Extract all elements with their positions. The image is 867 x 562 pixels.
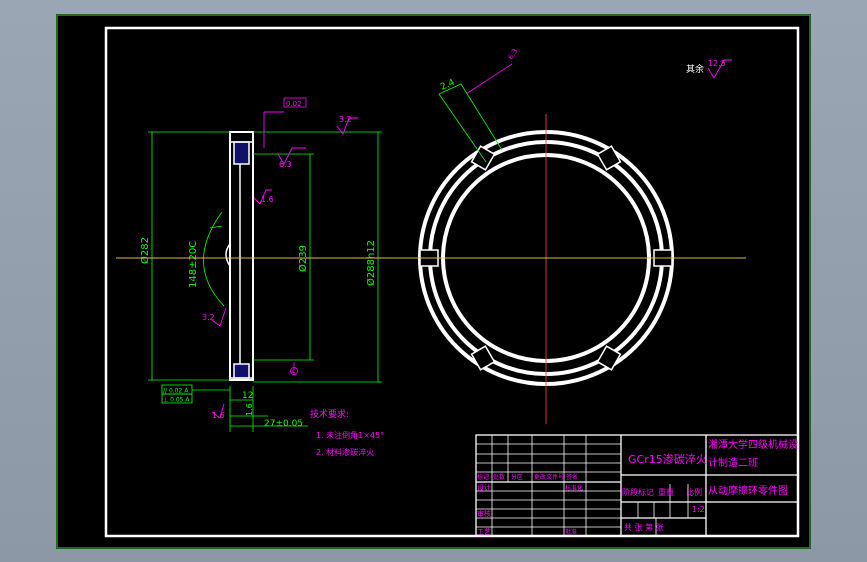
design-label: 设计 bbox=[477, 483, 491, 492]
section-hatch-top bbox=[233, 141, 250, 165]
tech-title: 技术要求: bbox=[310, 408, 349, 420]
dim-outer-diameter-text: Ø282 bbox=[139, 237, 151, 264]
slot-ext-2 bbox=[460, 83, 503, 151]
slot-bottom-left bbox=[470, 345, 496, 371]
chamfer-roughness-text: 3.2 bbox=[339, 115, 352, 124]
roughness-note: 其余 bbox=[686, 63, 704, 75]
roughness-symbol-face bbox=[253, 189, 272, 205]
roughness-symbol-chamfer bbox=[336, 117, 358, 135]
datum-box bbox=[283, 97, 307, 108]
section-hatch-bottom bbox=[233, 363, 250, 379]
slot-bottom-right bbox=[596, 345, 622, 371]
face-roughness-text: 1.6 bbox=[261, 195, 274, 204]
sheet-outer-border bbox=[56, 14, 811, 549]
change-doc-label: 更改文件号 bbox=[534, 473, 564, 481]
material-text: GCr15渗碳淬火 bbox=[628, 452, 707, 466]
dim-27-text: 27±0.05 bbox=[264, 419, 303, 429]
tech-item-2: 2. 材料渗碳淬火 bbox=[316, 447, 374, 457]
standard-label: 标准化 bbox=[565, 484, 583, 492]
dim-arc-text: 148±20C bbox=[188, 241, 199, 288]
slot-dim-line bbox=[438, 83, 462, 95]
tol-frame-2 bbox=[161, 393, 193, 404]
drawing-canvas[interactable]: Ø282 Ø239 Ø288h12 148±20C 12 27±0.05 1.6 bbox=[56, 14, 811, 549]
top-roughness-text: 6.3 bbox=[279, 160, 292, 169]
signature-label: 签名 bbox=[566, 473, 578, 481]
tech-item-1: 1. 未注倒角1×45° bbox=[316, 430, 384, 440]
weight-label: 重量 bbox=[658, 487, 674, 497]
dim-arc bbox=[203, 211, 225, 307]
approve-label: 批准 bbox=[565, 528, 577, 536]
school-line-1: 湘潭大学四级机械设 bbox=[708, 438, 798, 451]
slot-ext-1 bbox=[438, 93, 487, 163]
roughness-note-value: 12.5 bbox=[708, 59, 726, 68]
datum-box-text: 0.02 bbox=[286, 100, 302, 108]
roughness-symbol-top bbox=[277, 147, 306, 165]
slot-width-text: 2.4 bbox=[439, 78, 456, 93]
front-view: 2.4 6.3 bbox=[116, 47, 746, 424]
slot-roughness-text: 6.3 bbox=[507, 47, 519, 61]
slot-roughness-leader bbox=[465, 63, 513, 95]
drawing-frame bbox=[104, 26, 800, 538]
tol-frame-2-text: ⊥ 0.05 A bbox=[163, 397, 190, 404]
slot-top-right bbox=[596, 145, 622, 171]
dim-fit-text: Ø288h12 bbox=[365, 240, 377, 286]
roughness-symbol-arc bbox=[211, 307, 227, 327]
title-block-frame bbox=[475, 434, 799, 537]
title-block-text: GCr15渗碳淬火 湘潭大学四级机械设 计制造二班 从动摩擦环零件图 1:2 阶… bbox=[477, 438, 798, 536]
roughness-marks bbox=[211, 111, 358, 419]
dim-arc-tick bbox=[209, 225, 223, 229]
title-block bbox=[475, 434, 799, 537]
scale-label: 比例 bbox=[686, 487, 702, 497]
datum-a-circle bbox=[290, 367, 298, 375]
school-line-2: 计制造二班 bbox=[708, 456, 758, 469]
dim-inner-diameter-text: Ø239 bbox=[297, 245, 309, 272]
datum-a-text: A bbox=[292, 370, 296, 376]
dim-12-text: 12 bbox=[242, 391, 253, 401]
dim-small-text: 1.6 bbox=[245, 403, 254, 416]
section-arc-notch bbox=[225, 243, 231, 267]
section-view: Ø282 Ø239 Ø288h12 148±20C 12 27±0.05 1.6 bbox=[139, 97, 382, 432]
division-label: 分区 bbox=[511, 473, 523, 481]
tol-frame-1-text: // 0.02 A bbox=[163, 388, 189, 395]
ring-slots bbox=[419, 145, 673, 371]
roughness-symbol-bottom bbox=[211, 403, 225, 419]
roughness-note-symbol bbox=[707, 59, 732, 79]
review-label: 审核 bbox=[477, 509, 491, 518]
sheets-label: 共 张 第 张 bbox=[624, 522, 664, 532]
count-label: 处数 bbox=[493, 473, 505, 481]
scale-text: 1:2 bbox=[692, 505, 705, 514]
stage-mark-label: 阶段标记 bbox=[622, 487, 654, 497]
mark-label: 标记 bbox=[477, 473, 489, 481]
bottom-roughness-text: 1.6 bbox=[212, 411, 225, 420]
technical-requirements: 技术要求: 1. 未注倒角1×45° 2. 材料渗碳淬火 bbox=[310, 408, 384, 457]
part-name-text: 从动摩擦环零件图 bbox=[708, 484, 788, 497]
section-body bbox=[229, 131, 254, 381]
process-label: 工艺 bbox=[477, 528, 491, 536]
drawing-svg: Ø282 Ø239 Ø288h12 148±20C 12 27±0.05 1.6 bbox=[56, 14, 811, 549]
arc-roughness-text: 3.2 bbox=[202, 313, 215, 322]
